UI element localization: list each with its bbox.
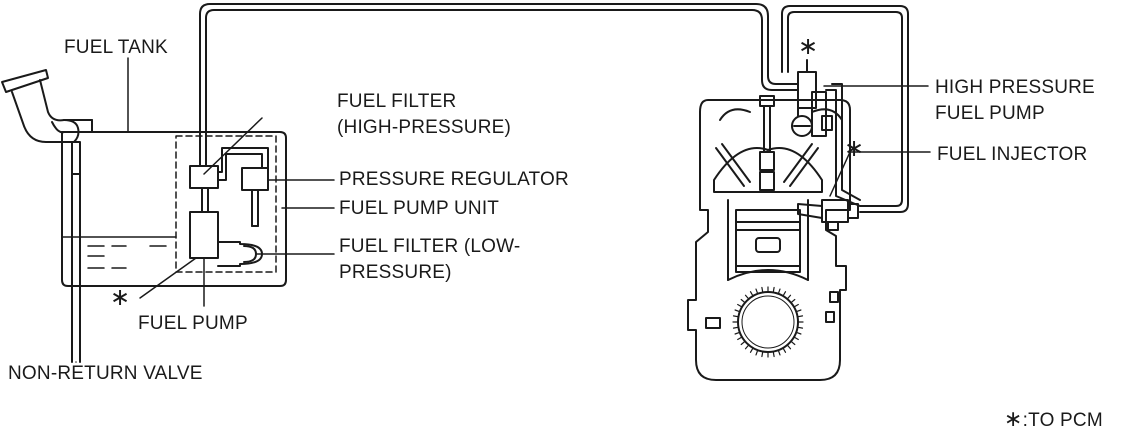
high-pressure-pipe xyxy=(781,5,909,213)
gear-tooth xyxy=(749,347,754,353)
label-fuel-pump: FUEL PUMP xyxy=(138,313,248,334)
gear-tooth xyxy=(777,349,781,356)
high-pressure-filter xyxy=(189,165,219,189)
gear-tooth xyxy=(761,350,764,358)
leader-lines xyxy=(75,57,931,363)
label-high-pressure-pump-line1: HIGH PRESSURE xyxy=(935,77,1095,98)
gear-tooth xyxy=(749,291,754,297)
gear-tooth xyxy=(740,298,746,304)
label-fuel-filter-low-line2: PRESSURE) xyxy=(339,262,452,283)
fuel-pump-unit-outline xyxy=(175,135,277,273)
gear-tooth xyxy=(786,294,792,300)
pcm-marker-high-pressure-pump: ∗ xyxy=(798,32,819,60)
gear-tooth xyxy=(782,347,787,353)
legend: ∗:TO PCM xyxy=(1004,408,1103,432)
pcm-marker-fuel-pump: ∗ xyxy=(110,283,131,311)
crank-gear-teeth xyxy=(732,286,804,358)
pressure-regulator-box xyxy=(241,167,269,191)
fuel-level xyxy=(61,236,177,269)
gear-tooth xyxy=(786,344,792,350)
filler-neck xyxy=(1,69,91,143)
gear-tooth xyxy=(795,309,802,313)
label-non-return-valve: NON-RETURN VALVE xyxy=(8,363,203,384)
gear-tooth xyxy=(772,286,775,294)
gear-tooth xyxy=(777,288,781,295)
gear-tooth xyxy=(737,303,743,308)
gear-tooth xyxy=(744,294,750,300)
gear-tooth xyxy=(793,336,799,341)
gear-tooth xyxy=(744,344,750,350)
gear-tooth xyxy=(737,336,743,341)
gear-tooth xyxy=(782,291,787,297)
gear-tooth xyxy=(796,326,804,329)
gear-tooth xyxy=(795,331,802,335)
gear-tooth xyxy=(761,286,764,294)
non-return-valve xyxy=(71,141,81,363)
label-fuel-injector: FUEL INJECTOR xyxy=(937,144,1088,165)
gear-tooth xyxy=(732,326,740,329)
gear-tooth xyxy=(734,309,741,313)
pcm-marker-fuel-injector: ∗ xyxy=(844,134,865,162)
gear-tooth xyxy=(734,331,741,335)
gear-tooth xyxy=(732,315,740,318)
legend-symbol: ∗ xyxy=(1004,407,1023,432)
label-fuel-tank: FUEL TANK xyxy=(64,37,168,58)
label-fuel-filter-high-line2: (HIGH-PRESSURE) xyxy=(337,117,512,138)
label-fuel-pump-unit: FUEL PUMP UNIT xyxy=(339,198,500,219)
label-high-pressure-pump-line2: FUEL PUMP xyxy=(935,103,1045,124)
gear-tooth xyxy=(790,340,796,346)
gear-tooth xyxy=(772,350,775,358)
gear-tooth xyxy=(755,288,759,295)
fuel-supply-pipe xyxy=(199,3,799,167)
gear-tooth xyxy=(755,349,759,356)
high-pressure-fuel-pump xyxy=(791,59,833,137)
engine-block xyxy=(687,95,851,381)
fuel-pump-body xyxy=(189,211,219,259)
label-fuel-filter-low-line1: FUEL FILTER (LOW- xyxy=(339,236,521,257)
gear-tooth xyxy=(796,315,804,318)
label-fuel-filter-high-line1: FUEL FILTER xyxy=(337,91,457,112)
legend-text: :TO PCM xyxy=(1022,410,1103,431)
label-pressure-regulator: PRESSURE REGULATOR xyxy=(339,169,569,190)
gear-tooth xyxy=(790,298,796,304)
fuel-injector xyxy=(797,199,859,231)
gear-tooth xyxy=(793,303,799,308)
gear-tooth xyxy=(740,340,746,346)
